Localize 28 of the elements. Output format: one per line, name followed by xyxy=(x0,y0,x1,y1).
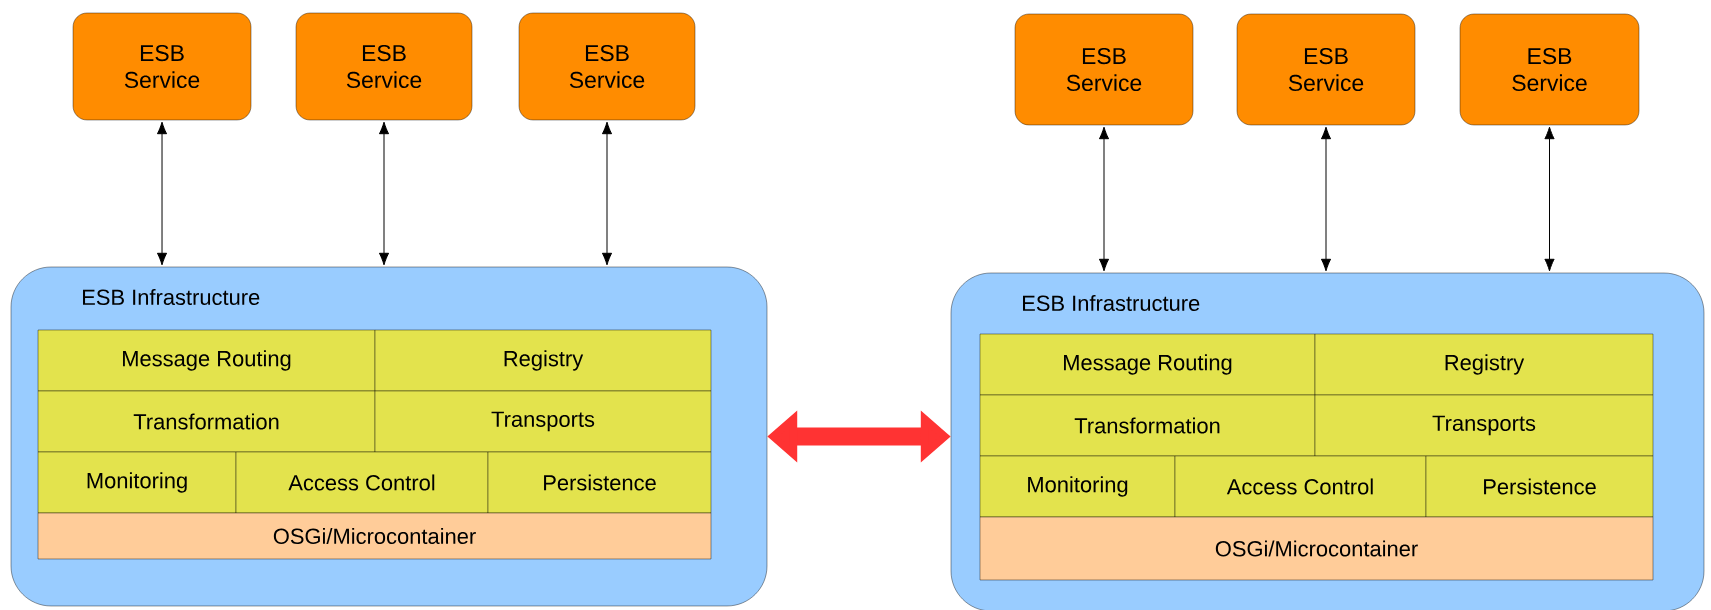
component-cell: Persistence xyxy=(1425,455,1654,518)
component-cell: Message Routing xyxy=(979,333,1316,396)
component-cell: Persistence xyxy=(487,451,712,514)
component-cell: Transports xyxy=(1314,394,1654,457)
component-cell: Access Control xyxy=(235,451,489,514)
component-cell: Message Routing xyxy=(37,329,376,392)
container-layer: OSGi/Microcontainer xyxy=(37,512,712,560)
service-box: ESB Service xyxy=(295,12,473,121)
component-cell: Monitoring xyxy=(979,455,1176,518)
arrow xyxy=(1320,126,1332,272)
arrow xyxy=(1098,126,1110,272)
component-cell: Transformation xyxy=(37,390,376,453)
service-box: ESB Service xyxy=(72,12,252,121)
container-layer: OSGi/Microcontainer xyxy=(979,516,1654,581)
arrow xyxy=(601,121,613,266)
arrow xyxy=(378,121,390,266)
service-box: ESB Service xyxy=(518,12,696,121)
component-cell: Transports xyxy=(374,390,712,453)
component-cell: Access Control xyxy=(1174,455,1427,518)
arrow xyxy=(1544,126,1555,272)
arrow xyxy=(156,121,168,266)
component-cell: Registry xyxy=(1314,333,1654,396)
component-cell: Monitoring xyxy=(37,451,237,514)
component-cell: Registry xyxy=(374,329,712,392)
component-cell: Transformation xyxy=(979,394,1316,457)
service-box: ESB Service xyxy=(1014,13,1194,126)
service-box: ESB Service xyxy=(1236,13,1416,126)
service-box: ESB Service xyxy=(1459,13,1640,126)
